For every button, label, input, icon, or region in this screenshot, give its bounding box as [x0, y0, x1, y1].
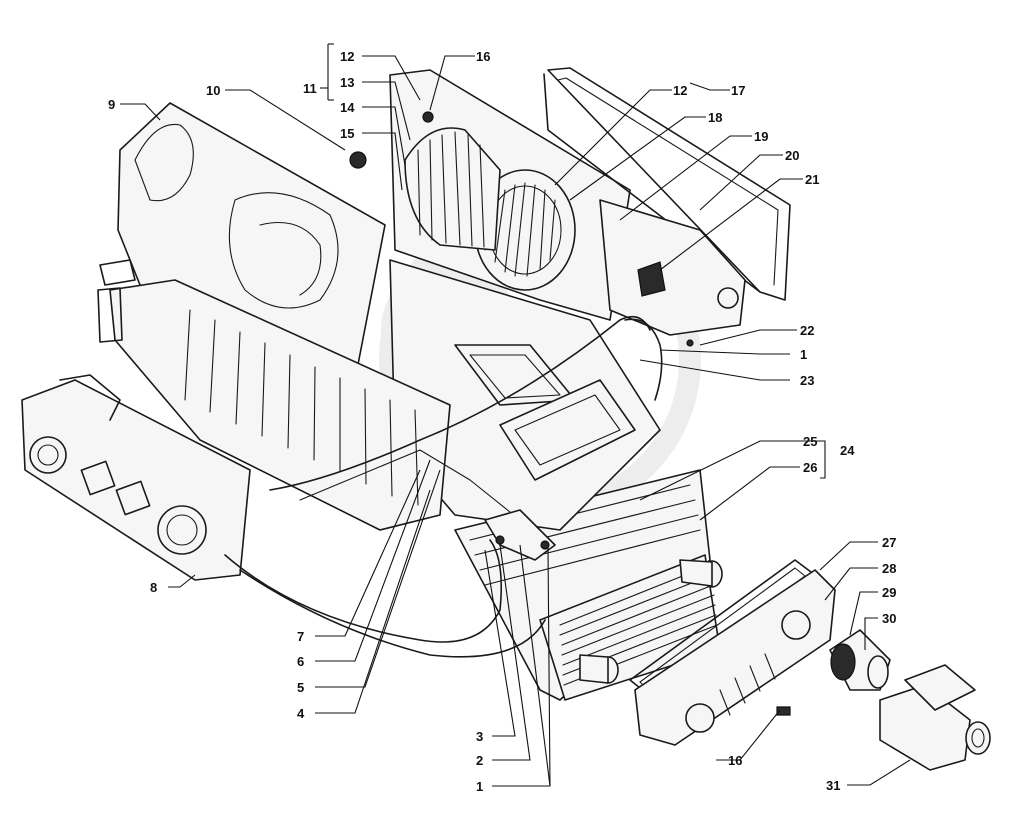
callout-14: 14 — [340, 100, 355, 115]
callout-16-bottom: 16 — [728, 753, 742, 768]
callout-6: 6 — [297, 654, 304, 669]
callout-22: 22 — [800, 323, 814, 338]
callout-12-left: 12 — [340, 49, 354, 64]
flap-levers — [484, 509, 556, 561]
callout-12-right: 12 — [673, 83, 687, 98]
callout-21: 21 — [805, 172, 819, 187]
distribution-box — [389, 259, 661, 531]
callout-15: 15 — [340, 126, 354, 141]
callout-2: 2 — [476, 753, 483, 768]
callout-30: 30 — [882, 611, 896, 626]
callout-labels: 9 10 11 12 13 14 15 16 12 17 18 19 20 21… — [108, 49, 896, 794]
callout-10: 10 — [206, 83, 220, 98]
callout-18: 18 — [708, 110, 722, 125]
blower-fan — [349, 69, 631, 321]
callout-29: 29 — [882, 585, 896, 600]
callout-24: 24 — [840, 443, 855, 458]
callout-1-right: 1 — [800, 347, 807, 362]
callout-7: 7 — [297, 629, 304, 644]
leader-lines — [120, 43, 911, 787]
callout-23: 23 — [800, 373, 814, 388]
control-panel — [21, 374, 251, 581]
callout-17: 17 — [731, 83, 745, 98]
heater-valve — [879, 664, 991, 771]
cover-plate — [634, 569, 836, 746]
callout-20: 20 — [785, 148, 799, 163]
control-cables — [224, 315, 651, 658]
callout-5: 5 — [297, 680, 304, 695]
callout-31: 31 — [826, 778, 840, 793]
callout-19: 19 — [754, 129, 768, 144]
callout-4: 4 — [297, 706, 305, 721]
callout-13: 13 — [340, 75, 354, 90]
callout-8: 8 — [150, 580, 157, 595]
ribbed-duct — [97, 279, 451, 531]
callout-27: 27 — [882, 535, 896, 550]
callout-11: 11 — [303, 81, 317, 96]
callout-9: 9 — [108, 97, 115, 112]
hose-clamp — [829, 629, 891, 691]
callout-16-top: 16 — [476, 49, 490, 64]
callout-28: 28 — [882, 561, 896, 576]
callout-26: 26 — [803, 460, 817, 475]
housing-right — [599, 199, 746, 401]
callout-1-bottom: 1 — [476, 779, 483, 794]
callout-25: 25 — [803, 434, 817, 449]
callout-3: 3 — [476, 729, 483, 744]
